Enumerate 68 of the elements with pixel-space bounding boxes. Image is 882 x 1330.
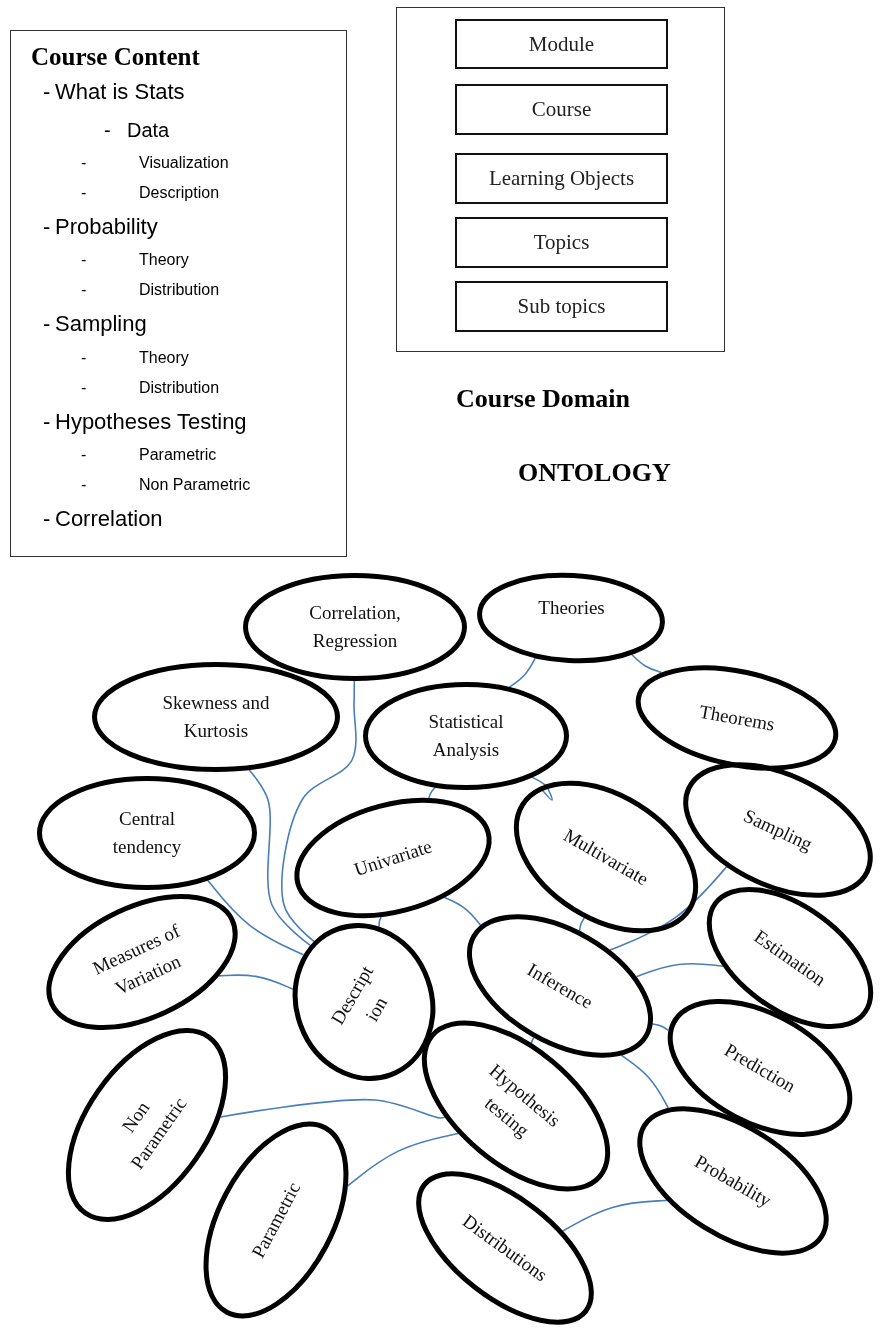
concept-box: Module (455, 19, 668, 69)
list-item: Theory (139, 250, 189, 270)
list-item: Visualization (139, 153, 229, 173)
list-item: Description (139, 183, 220, 203)
connector-line (346, 1132, 459, 1187)
ellipse-label: Skewness and Kurtosis (161, 691, 271, 743)
bullet-dash: - (81, 378, 87, 398)
bullet-dash: - (81, 475, 87, 495)
list-item: What is Stats (55, 78, 185, 106)
concept-ellipse (37, 776, 257, 890)
connector-line (631, 653, 663, 674)
connector-line (443, 896, 482, 926)
ellipse-label: Central tendency (111, 807, 183, 859)
connector-line (207, 879, 305, 956)
bullet-dash: - (81, 183, 87, 203)
connector-line (635, 962, 724, 978)
connector-line (609, 866, 728, 951)
bullet-dash: - (81, 250, 87, 270)
connector-line (428, 786, 436, 799)
list-item: Distribution (139, 378, 220, 398)
ellipse-label: Correlation, Regression (308, 601, 402, 653)
bullet-dash: - (81, 153, 87, 173)
connector-line (248, 769, 312, 947)
list-item: Correlation (55, 505, 163, 533)
concept-box: Topics (455, 217, 668, 268)
connector-line (281, 680, 357, 943)
list-item: Theory (139, 348, 189, 368)
concept-box: Course (455, 84, 668, 135)
list-item: Probability (55, 213, 158, 241)
box-caption: Course Domain (456, 384, 631, 414)
list-item: Data (127, 118, 170, 142)
content-box (10, 30, 347, 557)
concept-ellipse (243, 573, 467, 681)
ellipse-label: Theories (537, 596, 606, 621)
ellipse-label: Statistical Analysis (427, 710, 505, 762)
connector-line (530, 1036, 535, 1044)
connector-line (531, 776, 553, 801)
connector-line (219, 1098, 446, 1119)
connector-line (508, 657, 536, 688)
connector-line (578, 917, 585, 932)
connector-line (378, 916, 382, 928)
concept-ellipse (92, 662, 340, 772)
list-item: Parametric (139, 445, 217, 465)
panel-box (396, 7, 725, 352)
list-item: Distribution (139, 280, 220, 300)
bullet-dash: - (104, 118, 111, 142)
bullet-dash: - (43, 505, 51, 533)
bullet-dash: - (43, 408, 51, 436)
bullet-dash: - (81, 280, 87, 300)
bullet-dash: - (81, 445, 87, 465)
bullet-dash: - (43, 310, 51, 338)
connector-line (620, 1054, 669, 1109)
connector-line (218, 974, 294, 990)
bullet-dash: - (43, 213, 51, 241)
list-item: Sampling (55, 310, 147, 338)
concept-box: Learning Objects (455, 153, 668, 204)
heading: Course Content (31, 42, 200, 72)
ellipse-label: Theorems (696, 699, 778, 737)
diagram-heading: ONTOLOGY (518, 458, 671, 488)
concept-box: Sub topics (455, 281, 668, 332)
bullet-dash: - (43, 78, 51, 106)
concept-ellipse (363, 682, 569, 790)
connector-line (651, 1023, 670, 1032)
list-item: Hypotheses Testing (55, 408, 247, 436)
bullet-dash: - (81, 348, 87, 368)
ellipse-label: Univariate (350, 834, 436, 883)
list-item: Non Parametric (139, 475, 251, 495)
connector-line (562, 1199, 668, 1232)
